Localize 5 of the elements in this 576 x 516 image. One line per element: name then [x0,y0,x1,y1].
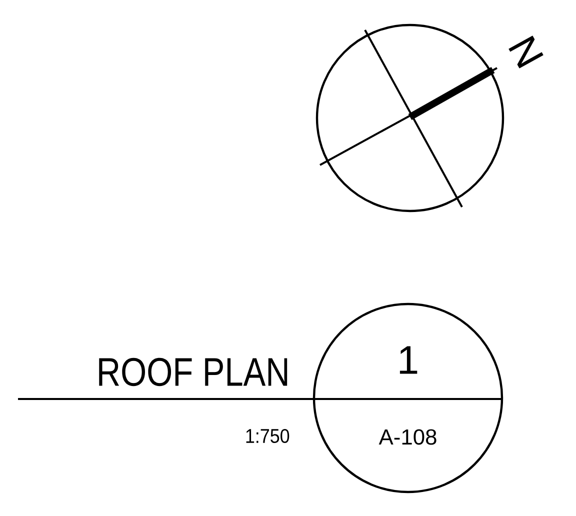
title-callout: 1 A-108 [312,302,504,494]
node-label: N [508,36,544,68]
north-arrow-drawing: N [316,24,544,212]
drawing-title: ROOF PLAN [99,358,288,386]
scale-label: 1:750 [246,428,290,444]
